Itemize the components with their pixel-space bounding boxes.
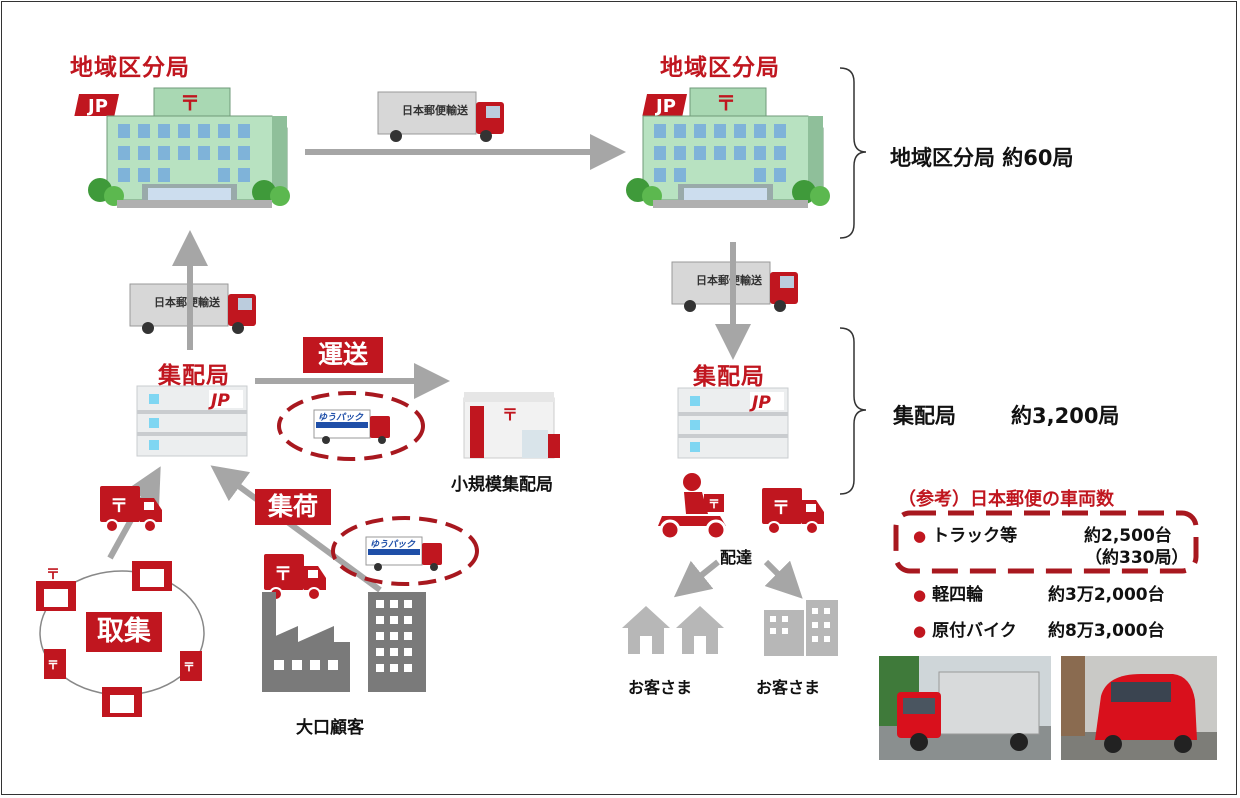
truck-icon: 日本郵便輸送	[377, 91, 504, 142]
mailbox-icon	[548, 434, 560, 458]
transport-label: 運送	[303, 337, 383, 373]
yupack-text: ゆうパック	[318, 412, 364, 423]
reference-item-truck: ● トラック等	[913, 521, 1017, 546]
truck-icon: ゆうパック	[313, 409, 390, 444]
jp-logo-icon: JP	[749, 392, 784, 413]
mailbox-icon: 〒	[36, 567, 76, 611]
svg-text:JP: JP	[86, 96, 108, 117]
svg-text:〒: 〒	[183, 660, 195, 674]
truck-highlight-box	[893, 510, 1199, 574]
yupack-truck-transport: ゆうパック	[277, 391, 425, 461]
brace-collection	[839, 327, 867, 495]
apartment-icon	[764, 600, 838, 656]
reference-title: （参考）日本郵便の車両数	[898, 489, 1114, 510]
mailbox-icon	[132, 561, 172, 591]
svg-text:〒: 〒	[46, 567, 60, 583]
svg-text:〒: 〒	[502, 405, 518, 424]
post-office-building-icon: JP 〒	[626, 87, 830, 208]
reference-item-name: 軽四輪	[932, 585, 984, 605]
arrow-delivery-right	[763, 559, 803, 599]
collection-office-count-value: 約3,200局	[1011, 404, 1120, 428]
reference-item-name: トラック等	[932, 526, 1018, 546]
red-truck-icon: 〒	[762, 488, 824, 535]
customer-label-1: お客さま	[628, 678, 693, 697]
regional-office-count: 地域区分局 約60局	[890, 146, 1074, 170]
pickup-label: 集荷	[255, 489, 331, 525]
brace-regional	[839, 67, 867, 239]
collection-office-building-icon: JP	[677, 387, 789, 459]
collect-label: 取集	[86, 612, 162, 652]
delivery-label: 配達	[720, 548, 753, 567]
post-office-building-icon: JP 〒	[74, 87, 290, 208]
reference-item-truck-value: 約2,500台	[1084, 526, 1172, 546]
office-building-icon	[368, 592, 426, 692]
reference-item-truck-sub: （約330局）	[1085, 548, 1189, 568]
truck-icon: 日本郵便輸送	[129, 283, 256, 334]
svg-text:JP: JP	[654, 96, 676, 117]
customer-label-2: お客さま	[756, 678, 821, 697]
svg-text:〒: 〒	[716, 91, 736, 115]
collection-office-title-right: 集配局	[693, 364, 765, 390]
mailbox-icon	[102, 687, 142, 717]
yupack-text: ゆうパック	[370, 539, 416, 550]
bullet-icon: ●	[913, 527, 927, 545]
red-truck-icon: 〒	[100, 486, 162, 533]
collection-office-count-label: 集配局	[893, 404, 956, 428]
truck-photo	[879, 656, 1051, 760]
large-customer-label: 大口顧客	[296, 718, 364, 738]
reference-item-minicar: ● 軽四輪	[913, 580, 983, 605]
svg-text:〒: 〒	[47, 658, 59, 672]
svg-text:〒: 〒	[110, 496, 128, 517]
house-icon	[622, 606, 724, 654]
arrow-delivery-left	[673, 559, 720, 598]
reference-item-bike-value: 約8万3,000台	[1048, 621, 1165, 641]
jp-logo-icon: JP	[208, 390, 243, 411]
svg-text:JP: JP	[208, 391, 230, 411]
regional-office-title-right: 地域区分局	[660, 55, 780, 81]
minicar-photo	[1061, 656, 1217, 760]
bullet-icon: ●	[913, 622, 927, 640]
arrow-pickup	[210, 465, 382, 593]
collection-office-building-icon: JP	[136, 385, 248, 457]
svg-text:〒: 〒	[180, 91, 200, 115]
mailbox-icon: 〒	[180, 651, 202, 681]
reference-item-name: 原付バイク	[932, 621, 1017, 641]
yupack-truck-pickup: ゆうパック	[331, 516, 479, 586]
truck-icon: 日本郵便輸送	[671, 261, 798, 312]
small-post-office-icon: 〒	[463, 392, 560, 459]
collection-circle: 〒 〒 〒	[36, 561, 205, 717]
scooter-icon: 〒	[658, 473, 727, 541]
svg-text:〒: 〒	[274, 564, 292, 585]
truck-company-text: 日本郵便輸送	[696, 273, 763, 287]
truck-company-text: 日本郵便輸送	[402, 103, 469, 117]
small-office-label: 小規模集配局	[451, 475, 553, 495]
truck-icon: ゆうパック	[365, 536, 442, 571]
svg-text:〒: 〒	[772, 498, 790, 519]
bullet-icon: ●	[913, 586, 927, 604]
jp-logo-icon: JP	[74, 94, 120, 117]
collection-office-title-left: 集配局	[158, 363, 230, 389]
jp-logo-icon: JP	[642, 94, 688, 117]
reference-item-bike: ● 原付バイク	[913, 616, 1017, 641]
reference-item-minicar-value: 約3万2,000台	[1048, 585, 1165, 605]
svg-text:〒: 〒	[708, 497, 720, 511]
mailbox-icon: 〒	[44, 649, 66, 679]
regional-office-title-left: 地域区分局	[70, 55, 190, 81]
svg-text:JP: JP	[749, 393, 771, 413]
factory-icon	[262, 592, 426, 692]
